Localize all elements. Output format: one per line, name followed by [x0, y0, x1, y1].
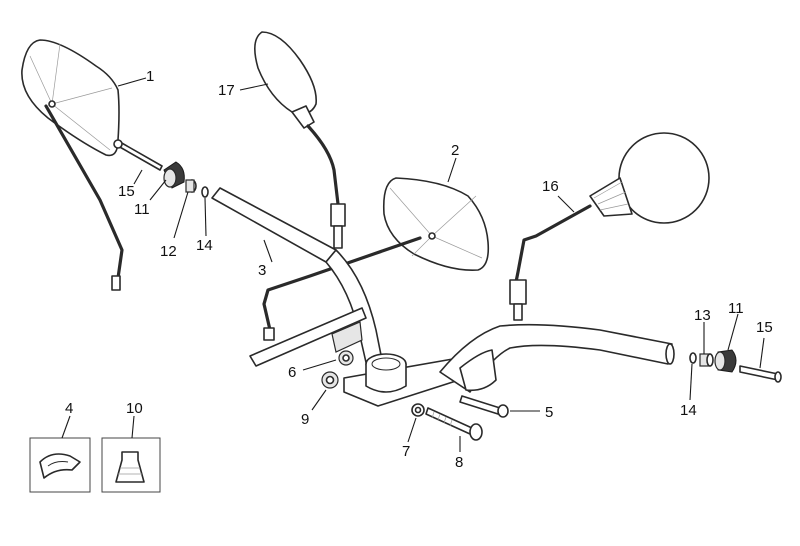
part-1-left-mirror [21, 39, 124, 291]
callout-3: 3 [258, 262, 266, 279]
part-15-right-bolt [739, 365, 782, 383]
callout-17: 17 [218, 82, 235, 99]
part-11-left-bar-end [163, 161, 185, 189]
callout-12: 12 [160, 243, 177, 260]
part-3-handlebar [211, 187, 675, 407]
part-8-long-bolt [425, 407, 483, 441]
callout-1: 1 [146, 68, 154, 85]
part-10-boot-box [101, 437, 161, 493]
callout-13: 13 [694, 307, 711, 324]
callout-7: 7 [402, 443, 410, 460]
part-4-clip-box [29, 437, 91, 493]
callout-6: 6 [288, 364, 296, 381]
part-13-right-spacer [699, 353, 714, 367]
leader-lines [61, 77, 765, 452]
part-9-nut [321, 371, 339, 389]
part-12-left-spacer [185, 179, 197, 193]
callout-labels: 1 2 3 4 5 6 7 8 9 10 11 11 12 13 14 14 1… [65, 68, 773, 471]
callout-4: 4 [65, 400, 73, 417]
callout-14-right: 14 [680, 402, 697, 419]
part-14-left-washer [201, 186, 209, 198]
part-14-right-washer [689, 352, 697, 364]
callout-2: 2 [451, 142, 459, 159]
part-2-center-mirror [262, 177, 490, 341]
callout-15-left: 15 [118, 183, 135, 200]
callout-14-left: 14 [196, 237, 213, 254]
callout-5: 5 [545, 404, 553, 421]
callout-15-right: 15 [756, 319, 773, 336]
part-15-left-bolt [113, 139, 163, 171]
part-7-washer [411, 403, 425, 417]
part-17-oval-mirror [254, 31, 346, 249]
callout-9: 9 [301, 411, 309, 428]
callout-16: 16 [542, 178, 559, 195]
callout-11-left: 11 [134, 201, 150, 218]
part-16-round-mirror [509, 132, 710, 321]
callout-11-right: 11 [728, 300, 744, 317]
part-5-bolt [459, 395, 509, 418]
callout-10: 10 [126, 400, 143, 417]
part-11-right-bar-end [714, 349, 737, 373]
callout-8: 8 [455, 454, 463, 471]
part-6-bushing [338, 350, 354, 366]
